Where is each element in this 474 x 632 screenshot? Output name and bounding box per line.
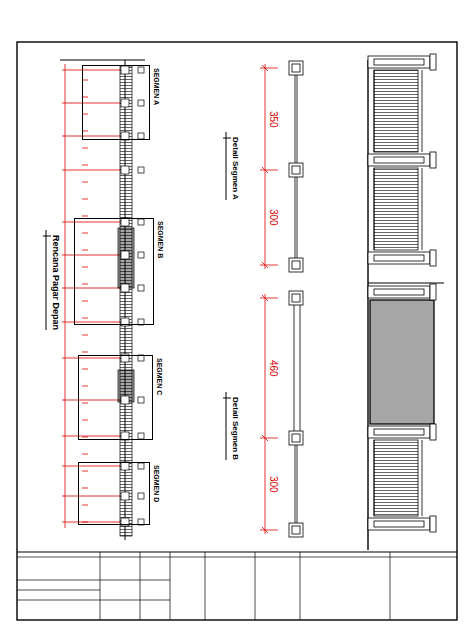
detail-title: Detail Segmen B (231, 396, 239, 461)
segment-box: SEGMEN D (78, 462, 150, 525)
detail-title: Detail Segmen A (231, 136, 239, 201)
segment-box: SEGMEN B (74, 218, 154, 325)
dimension-text: 300 (268, 208, 278, 227)
segment-box: SEGMEN A (82, 65, 150, 140)
segment-label: SEGMEN C (156, 358, 163, 395)
segment-label: SEGMEN B (157, 221, 164, 258)
segment-label: SEGMEN D (153, 465, 160, 502)
segment-label: SEGMEN A (153, 68, 160, 105)
dimension-text: 460 (268, 359, 278, 378)
dimension-text: 300 (268, 475, 278, 494)
drawing-title: Rencana Pagar Depan (51, 234, 60, 331)
segment-box: SEGMEN C (78, 355, 153, 440)
dimension-text: 350 (268, 110, 278, 129)
